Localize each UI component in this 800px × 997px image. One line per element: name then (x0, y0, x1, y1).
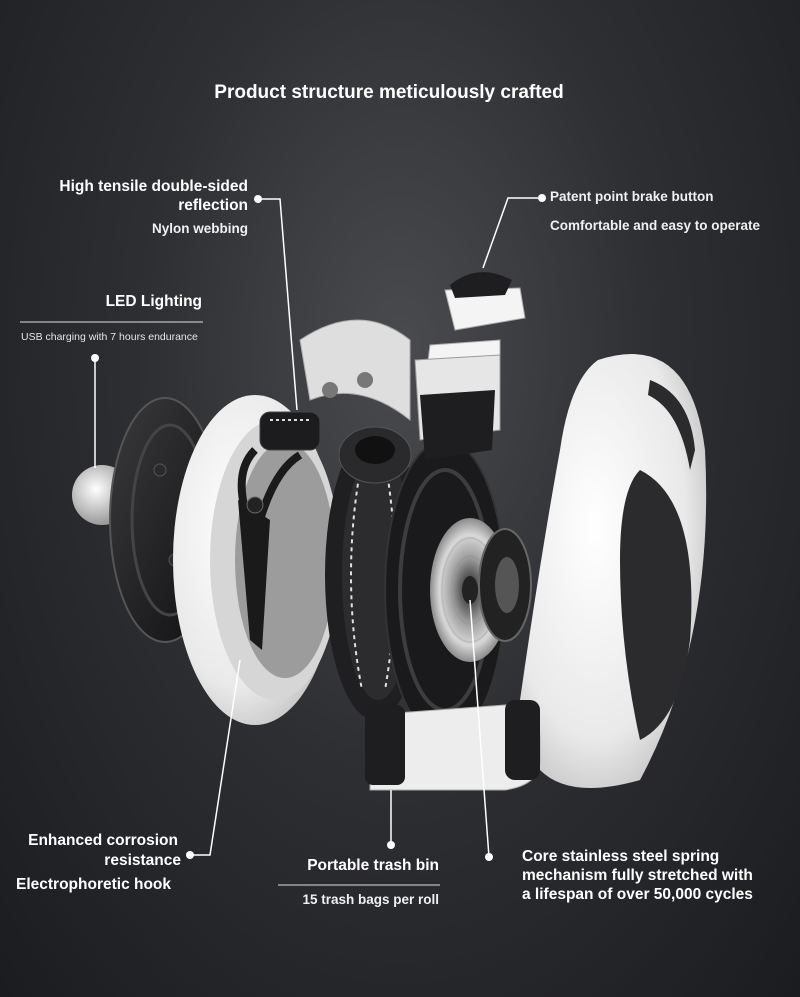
hook-label-line2: resistance (104, 852, 181, 869)
brake-label: Patent point brake button (550, 189, 714, 204)
webbing-label-line1: High tensile double-sided (59, 178, 248, 195)
trash-label: Portable trash bin (307, 857, 439, 874)
hook (237, 411, 321, 650)
brake-button (414, 272, 526, 460)
spring-label-line3: a lifespan of over 50,000 cycles (522, 886, 753, 903)
webbing-label-line2: reflection (178, 197, 248, 214)
led-label: LED Lighting (105, 293, 202, 310)
webbing-sublabel: Nylon webbing (152, 221, 248, 236)
callout-dots (91, 194, 546, 861)
page-title: Product structure meticulously crafted (214, 82, 564, 103)
bearing (478, 528, 532, 642)
trash-bin-module (365, 700, 541, 791)
hook-sublabel: Electrophoretic hook (16, 876, 172, 893)
led-sublabel: USB charging with 7 hours endurance (21, 331, 198, 343)
spring-label-line2: mechanism fully stretched with (522, 867, 753, 884)
callout-lines (94, 197, 542, 858)
right-shell (520, 354, 707, 788)
brake-sublabel: Comfortable and easy to operate (550, 218, 761, 233)
hook-label-line1: Enhanced corrosion (28, 832, 178, 849)
trash-sublabel: 15 trash bags per roll (302, 892, 439, 907)
spring-label-line1: Core stainless steel spring (522, 848, 720, 865)
